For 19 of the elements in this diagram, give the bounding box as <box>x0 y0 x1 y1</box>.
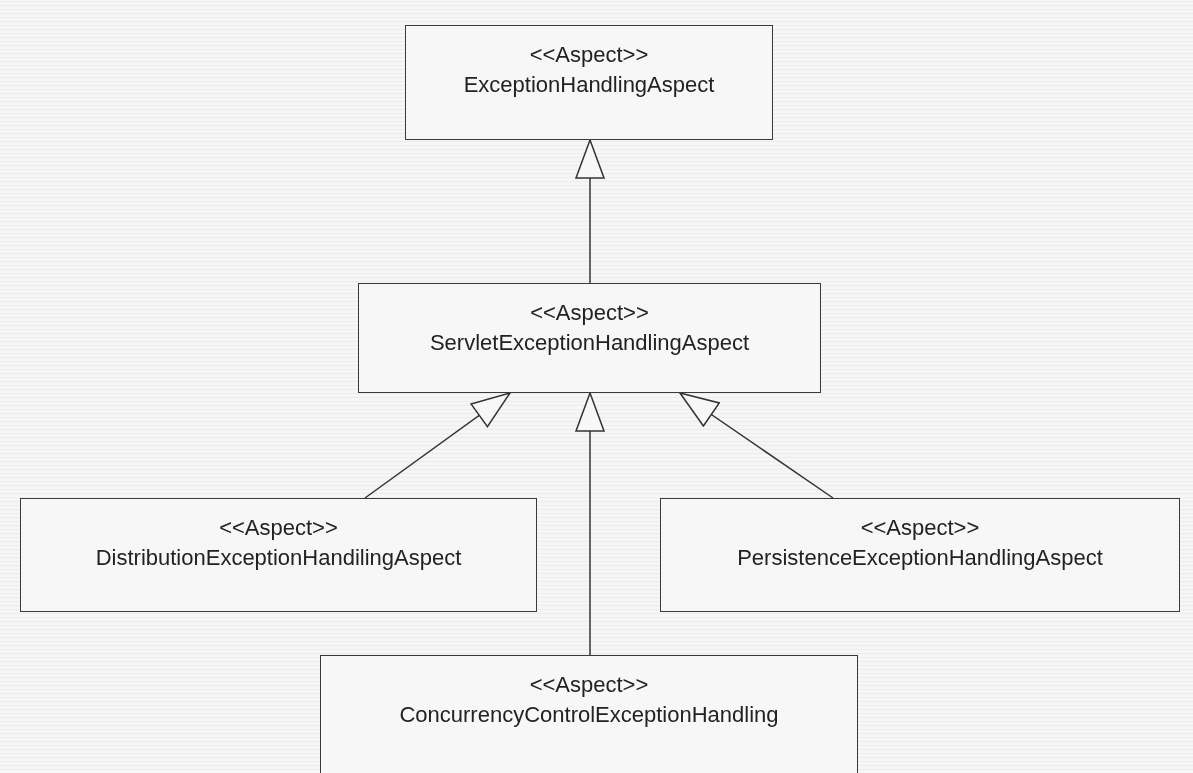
generalization-arrow <box>575 139 605 284</box>
class-name: ConcurrencyControlExceptionHandling <box>399 701 779 729</box>
class-name: DistributionExceptionHandilingAspect <box>95 544 462 572</box>
generalization-arrow <box>364 392 511 499</box>
class-box <box>320 655 858 773</box>
stereotype-label: <<Aspect>> <box>530 299 649 327</box>
stereotype-label: <<Aspect>> <box>860 514 980 542</box>
stereotype-label: <<Aspect>> <box>219 514 338 542</box>
class-name: PersistenceExceptionHandlingAspect <box>737 544 1103 572</box>
stereotype-label: <<Aspect>> <box>529 41 649 69</box>
generalization-arrow <box>679 392 834 499</box>
class-box <box>358 283 821 393</box>
class-box <box>405 25 773 140</box>
stereotype-label: <<Aspect>> <box>529 671 649 699</box>
class-name: ExceptionHandlingAspect <box>463 71 715 99</box>
class-box <box>660 498 1180 612</box>
class-name: ServletExceptionHandlingAspect <box>429 329 750 357</box>
class-box <box>20 498 537 612</box>
generalization-arrow <box>575 392 605 656</box>
